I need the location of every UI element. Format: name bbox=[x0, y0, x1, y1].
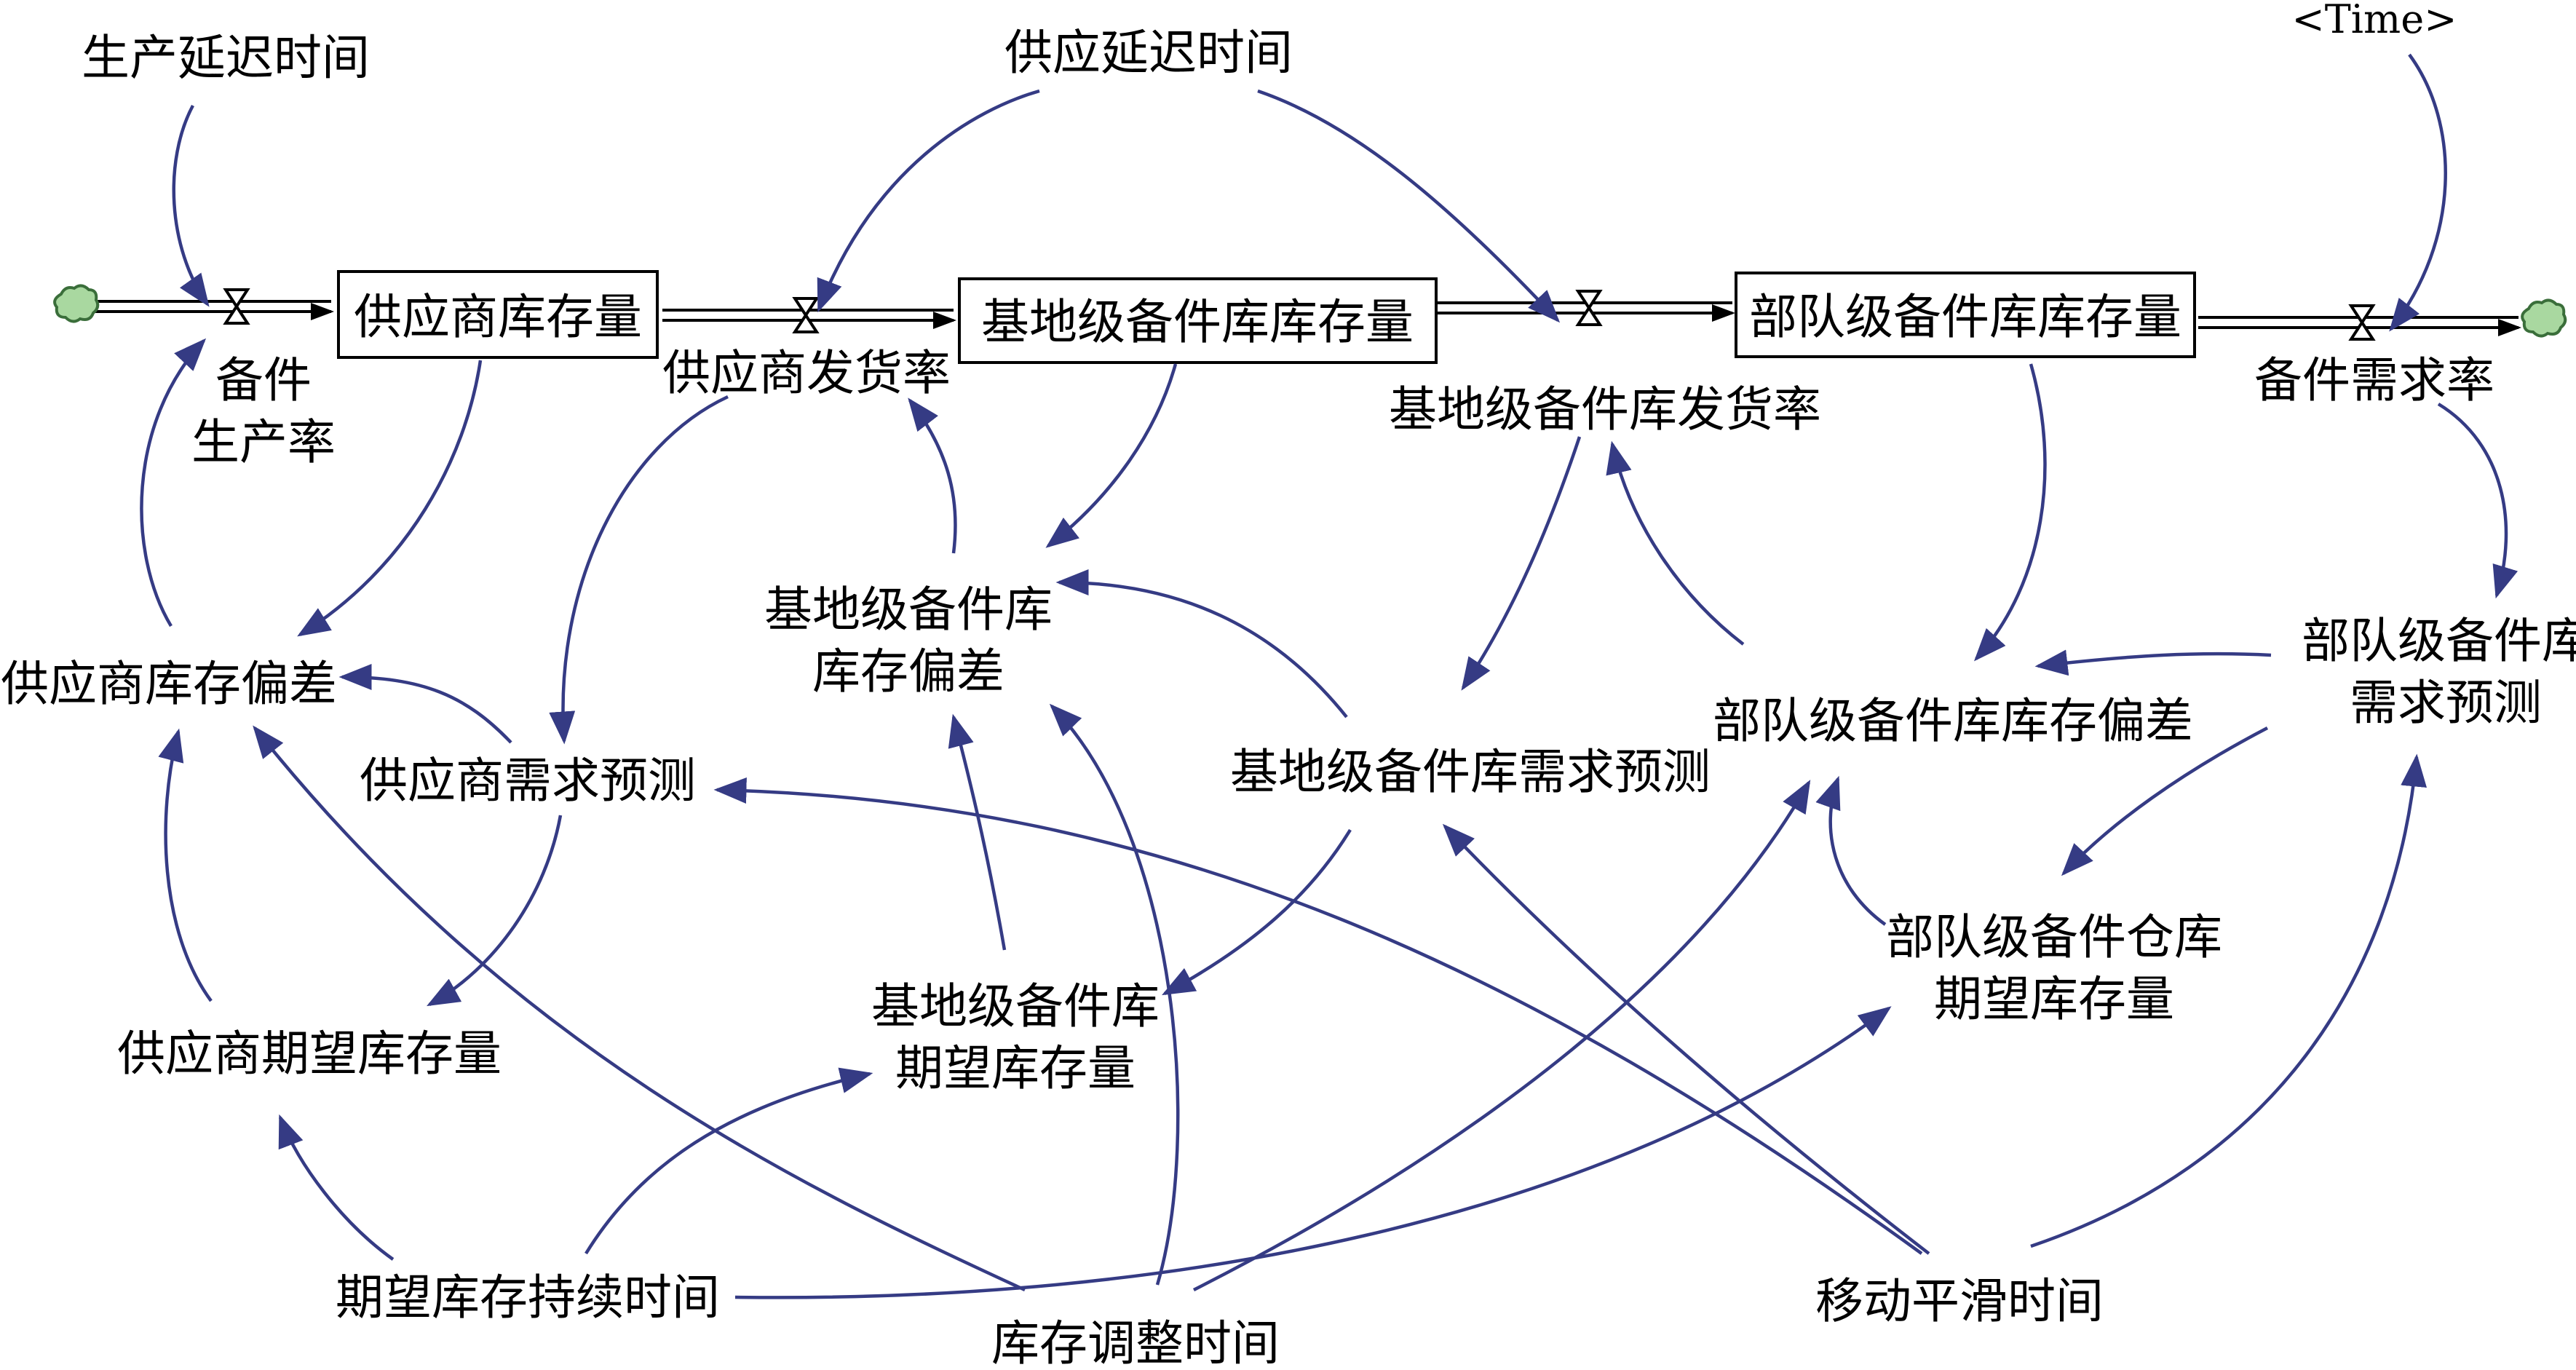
flow-valves bbox=[223, 288, 2376, 341]
flow-label-production-rate: 备件 bbox=[215, 352, 312, 408]
aux-base-desired: 期望库存量 bbox=[895, 1040, 1136, 1096]
aux-base-forecast: 基地级备件库需求预测 bbox=[1230, 744, 1711, 800]
stock-label-supplier: 供应商库存量 bbox=[354, 289, 642, 345]
aux-unit-forecast: 部队级备件库 bbox=[2302, 613, 2576, 669]
aux-unit-forecast: 需求预测 bbox=[2350, 675, 2542, 731]
valve-icon bbox=[2348, 304, 2376, 341]
flow-label-production-rate: 生产率 bbox=[191, 414, 336, 470]
aux-supplier-forecast: 供应商需求预测 bbox=[360, 753, 696, 809]
sink-cloud-icon bbox=[2521, 298, 2567, 338]
aux-supplier-gap: 供应商库存偏差 bbox=[1, 656, 337, 712]
aux-supplier-desired: 供应商期望库存量 bbox=[117, 1026, 502, 1082]
aux-adjust-time: 库存调整时间 bbox=[991, 1315, 1280, 1370]
aux-unit-desired: 期望库存量 bbox=[1934, 971, 2174, 1027]
valve-icon bbox=[1575, 290, 1603, 326]
aux-desired-cover-time: 期望库存持续时间 bbox=[336, 1270, 720, 1326]
aux-unit-desired: 部队级备件仓库 bbox=[1886, 909, 2222, 965]
stock-label-unit: 部队级备件库库存量 bbox=[1749, 289, 2181, 345]
aux-smoothing-time: 移动平滑时间 bbox=[1815, 1273, 2104, 1329]
aux-production-delay: 生产延迟时间 bbox=[82, 30, 370, 86]
valve-icon bbox=[223, 288, 250, 325]
stock-box-base bbox=[958, 277, 1438, 364]
flow-labels: 备件 生产率 供应商发货率 基地级备件库发货率 备件需求率 bbox=[191, 345, 2494, 470]
flow-label-demand-rate: 备件需求率 bbox=[2254, 352, 2494, 408]
stock-label-base: 基地级备件库库存量 bbox=[981, 294, 1414, 350]
aux-supply-delay: 供应延迟时间 bbox=[1004, 25, 1293, 81]
flow-label-supplier-ship-rate: 供应商发货率 bbox=[662, 345, 951, 401]
aux-unit-gap: 部队级备件库库存偏差 bbox=[1713, 693, 2193, 749]
stock-box-supplier bbox=[337, 270, 659, 359]
aux-time: <Time> bbox=[2292, 0, 2457, 42]
stock-box-unit bbox=[1735, 272, 2196, 358]
source-cloud-icon bbox=[53, 284, 100, 323]
aux-base-gap: 库存偏差 bbox=[812, 644, 1004, 700]
causal-links bbox=[140, 53, 2518, 1299]
flow-label-base-ship-rate: 基地级备件库发货率 bbox=[1389, 381, 1821, 437]
valve-icon bbox=[792, 297, 820, 333]
aux-base-gap: 基地级备件库 bbox=[764, 582, 1053, 638]
aux-base-desired: 基地级备件库 bbox=[871, 978, 1160, 1034]
stock-labels: 供应商库存量 基地级备件库库存量 部队级备件库库存量 bbox=[354, 289, 2181, 350]
